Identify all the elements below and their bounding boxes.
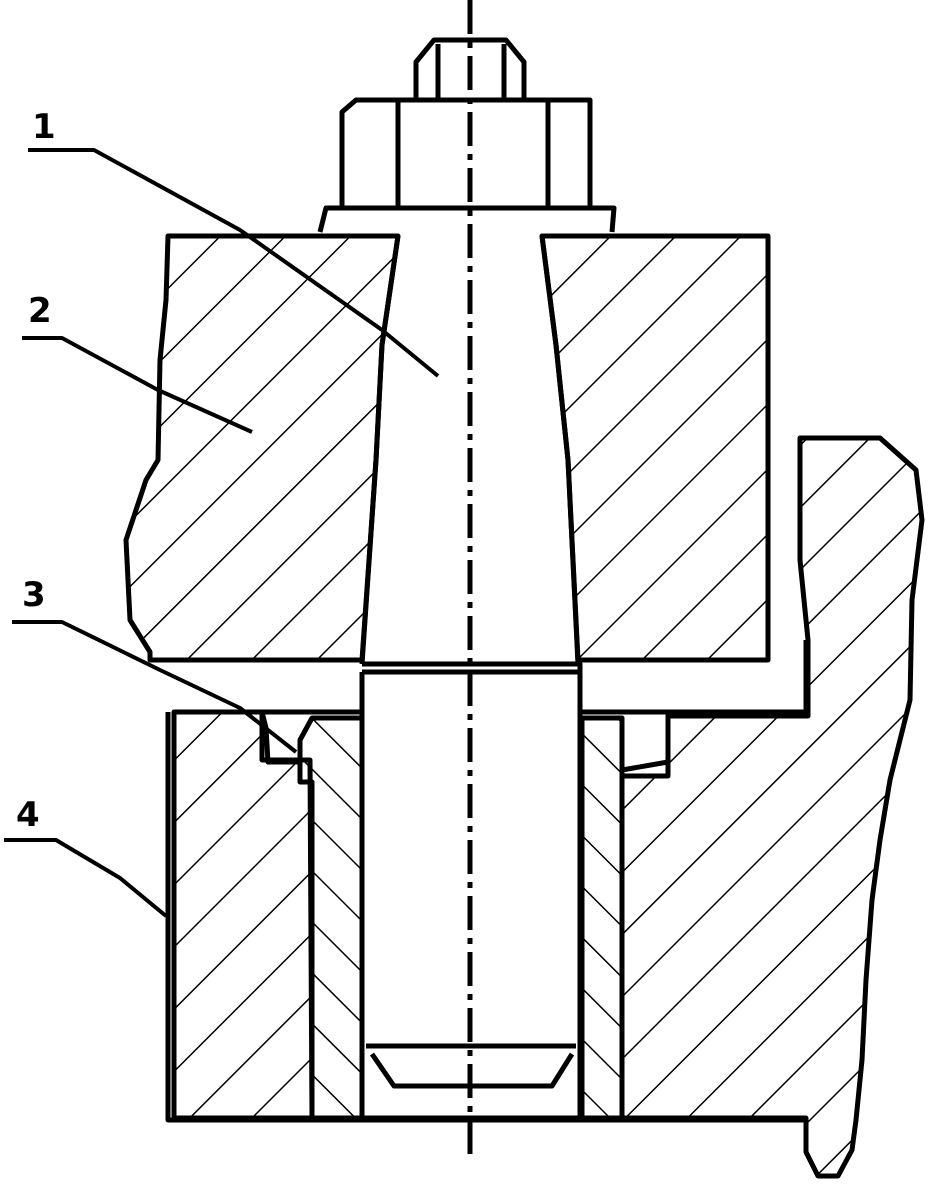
callout-label-3: 3 <box>22 575 46 615</box>
lower-frame-outline <box>165 712 806 1123</box>
bolt-shank-lower <box>359 661 583 1121</box>
leader-line-2 <box>22 336 253 434</box>
sleeve-collar <box>259 709 362 765</box>
bolt-tip <box>366 1043 576 1089</box>
base-block-left <box>171 709 315 1121</box>
leader-line-3 <box>12 620 298 754</box>
leader-line-4 <box>4 838 168 918</box>
callout-label-4: 4 <box>16 795 40 835</box>
sleeve-right-wall <box>579 715 625 1121</box>
bolt-shank-upper <box>359 235 581 665</box>
callout-label-1: 1 <box>32 107 56 147</box>
nut-body <box>339 97 593 208</box>
washer <box>317 205 617 233</box>
leader-line-1 <box>28 148 440 378</box>
bolt-end <box>413 37 527 100</box>
callout-label-2: 2 <box>28 291 52 331</box>
upper-plate-left <box>123 233 401 663</box>
gap-line <box>582 640 809 715</box>
